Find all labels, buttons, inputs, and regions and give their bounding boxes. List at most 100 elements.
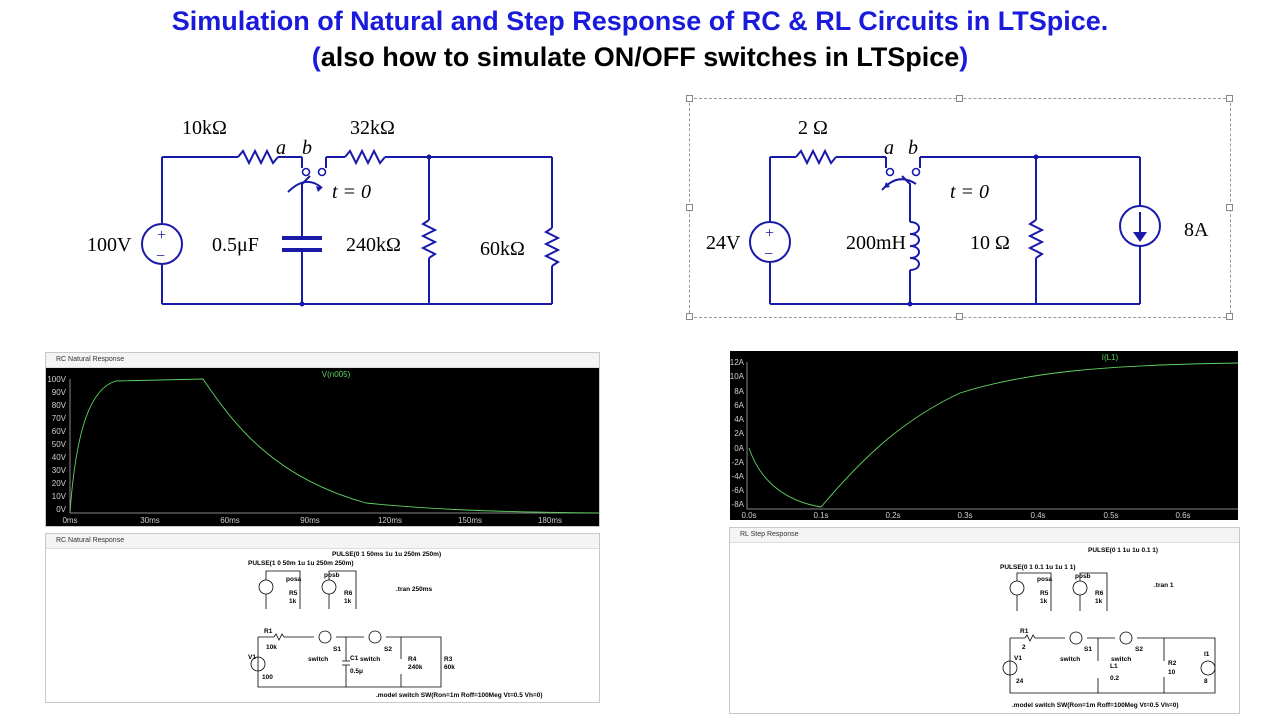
rc-sw1-label: switch	[308, 656, 328, 663]
rl-x-tick: 0.0s	[741, 511, 756, 520]
rl-v1-value: 24	[1016, 678, 1024, 685]
selection-handle[interactable]	[956, 95, 963, 102]
rl-tran-label: .tran 1	[1154, 582, 1174, 589]
rc-x-tick: 120ms	[378, 516, 402, 525]
rl-trace-name: I(L1)	[1102, 353, 1119, 362]
rc-x-axis: 0ms 30ms 60ms 90ms 120ms 150ms 180ms	[62, 516, 562, 525]
page-title: Simulation of Natural and Step Response …	[171, 6, 1109, 36]
rl-y-tick: -2A	[732, 458, 745, 467]
rl-y-tick: 0A	[734, 444, 744, 453]
rl-l1-value: 0.2	[1110, 675, 1119, 682]
rc-r6-value: 1k	[344, 598, 352, 605]
rl-r2-value: 10	[1168, 669, 1176, 676]
rl-switch-s1-icon	[1069, 631, 1083, 645]
selection-handle[interactable]	[1226, 95, 1233, 102]
rl-switch-pole-b	[911, 167, 921, 177]
rc-pole-a-label: a	[276, 137, 286, 159]
rl-source-label: 24V	[706, 232, 741, 254]
rl-plot-svg: I(L1) 12A 10A 8A 6A 4A 2A 0A -2A -4A -6A…	[730, 353, 1239, 520]
rl-r6-label: R6	[1095, 590, 1104, 597]
rc-r1-label: 10kΩ	[182, 117, 227, 139]
rl-y-tick: -8A	[732, 500, 745, 509]
rc-v1-label: V1	[248, 654, 256, 661]
rc-schematic-window[interactable]: RC Natural Response PULSE(1 0 50m 1u 1u …	[45, 533, 600, 703]
rc-source-plus: +	[157, 227, 166, 244]
rl-current-source-label: 8A	[1184, 219, 1209, 241]
rc-c1-value: 0.5μ	[350, 668, 363, 675]
rc-schematic-window-title: RC Natural Response	[46, 534, 599, 549]
rl-posb-source-icon	[1072, 580, 1088, 596]
rc-r5-label: R5	[289, 590, 298, 597]
rc-r4-label: 60kΩ	[480, 238, 525, 260]
selection-handle[interactable]	[686, 313, 693, 320]
rc-v1-value: 100	[262, 674, 273, 681]
rc-y-tick: 10V	[52, 492, 67, 501]
rl-r2-label: 10 Ω	[970, 232, 1010, 254]
rl-source-minus: −	[764, 246, 773, 263]
rl-s1-label: S1	[1084, 646, 1092, 653]
rc-posa-label: posa	[286, 576, 302, 583]
rl-pulse1-label: PULSE(0 1 0.1 1u 1u 1 1)	[1000, 564, 1076, 571]
rl-pulse2-label: PULSE(0 1 1u 1u 0.1 1)	[1088, 547, 1158, 554]
rc-y-tick: 70V	[52, 414, 67, 423]
rl-inductor-label: 200mH	[846, 232, 906, 254]
rc-switch-s1-icon	[318, 630, 332, 644]
rc-sw2-label: switch	[360, 656, 380, 663]
rc-posa-source-icon	[258, 579, 274, 595]
rl-i1-source-icon	[1200, 660, 1216, 676]
rl-x-tick: 0.4s	[1030, 511, 1045, 520]
subtitle-open-paren: (	[311, 42, 321, 72]
rl-y-tick: 8A	[734, 387, 744, 396]
rl-sw2-label: switch	[1111, 656, 1131, 663]
rc-plot-svg: V(n005) 100V 90V 80V 70V 60V 50V 40V 30V…	[47, 370, 600, 525]
rc-r4-value: 240k	[408, 664, 423, 671]
rc-plot-area[interactable]: V(n005) 100V 90V 80V 70V 60V 50V 40V 30V…	[46, 368, 600, 526]
rl-x-tick: 0.2s	[885, 511, 900, 520]
rl-schematic-window-title: RL Step Response	[730, 528, 1239, 543]
rc-y-axis: 100V 90V 80V 70V 60V 50V 40V 30V 20V 10V…	[47, 375, 66, 514]
rc-x-tick: 150ms	[458, 516, 482, 525]
rc-r6-label: R6	[344, 590, 353, 597]
rl-y-tick: -4A	[732, 472, 745, 481]
rc-r4-label: R4	[408, 656, 417, 663]
rl-y-axis: 12A 10A 8A 6A 4A 2A 0A -2A -4A -6A -8A	[730, 358, 745, 509]
rl-switch-time-label: t = 0	[950, 181, 989, 203]
rc-x-tick: 30ms	[140, 516, 160, 525]
rl-pole-b-label: b	[908, 137, 918, 159]
rc-r2-label: 32kΩ	[350, 117, 395, 139]
rc-pulse2-label: PULSE(0 1 50ms 1u 1u 250m 250m)	[332, 551, 441, 558]
selection-handle[interactable]	[686, 204, 693, 211]
rl-r1-label: R1	[1020, 628, 1029, 635]
rc-plot-window[interactable]: RC Natural Response V(n005) 100V 90V 80V…	[45, 352, 600, 527]
selection-handle[interactable]	[686, 95, 693, 102]
rl-x-tick: 0.6s	[1175, 511, 1190, 520]
rl-posb-label: posb	[1075, 573, 1091, 580]
selection-handle[interactable]	[956, 313, 963, 320]
rc-y-tick: 80V	[52, 401, 67, 410]
selection-handle[interactable]	[1226, 204, 1233, 211]
rl-posa-label: posa	[1037, 576, 1053, 583]
rc-switch-pole-b	[317, 167, 327, 177]
rl-x-axis: 0.0s 0.1s 0.2s 0.3s 0.4s 0.5s 0.6s	[741, 511, 1190, 520]
rl-y-tick: 10A	[730, 372, 745, 381]
rc-pole-b-label: b	[302, 137, 312, 159]
rc-c1-label: C1	[350, 655, 359, 662]
rl-i1-value: 8	[1204, 678, 1208, 685]
rl-v1-label: V1	[1014, 655, 1022, 662]
subtitle-text: also how to simulate ON/OFF switches in …	[320, 42, 960, 72]
rl-schematic-window[interactable]: RL Step Response PULSE(0 1 0.1 1u 1u 1 1…	[729, 527, 1240, 714]
rc-y-tick: 30V	[52, 466, 67, 475]
rc-v1-source-icon	[250, 656, 266, 672]
rc-switch-s2-icon	[368, 630, 382, 644]
rc-model-label: .model switch SW(Ron=1m Roff=100Meg Vt=0…	[376, 692, 543, 699]
rc-r3-label: 240kΩ	[346, 234, 401, 256]
rc-plot-window-title: RC Natural Response	[46, 353, 599, 368]
rl-posa-source-icon	[1009, 580, 1025, 596]
rc-r1-label: R1	[264, 628, 273, 635]
rc-y-tick: 40V	[52, 453, 67, 462]
rc-y-tick: 0V	[56, 505, 66, 514]
rl-s2-label: S2	[1135, 646, 1143, 653]
rl-y-tick: 2A	[734, 429, 744, 438]
selection-handle[interactable]	[1226, 313, 1233, 320]
rl-plot-area[interactable]: I(L1) 12A 10A 8A 6A 4A 2A 0A -2A -4A -6A…	[730, 351, 1239, 520]
